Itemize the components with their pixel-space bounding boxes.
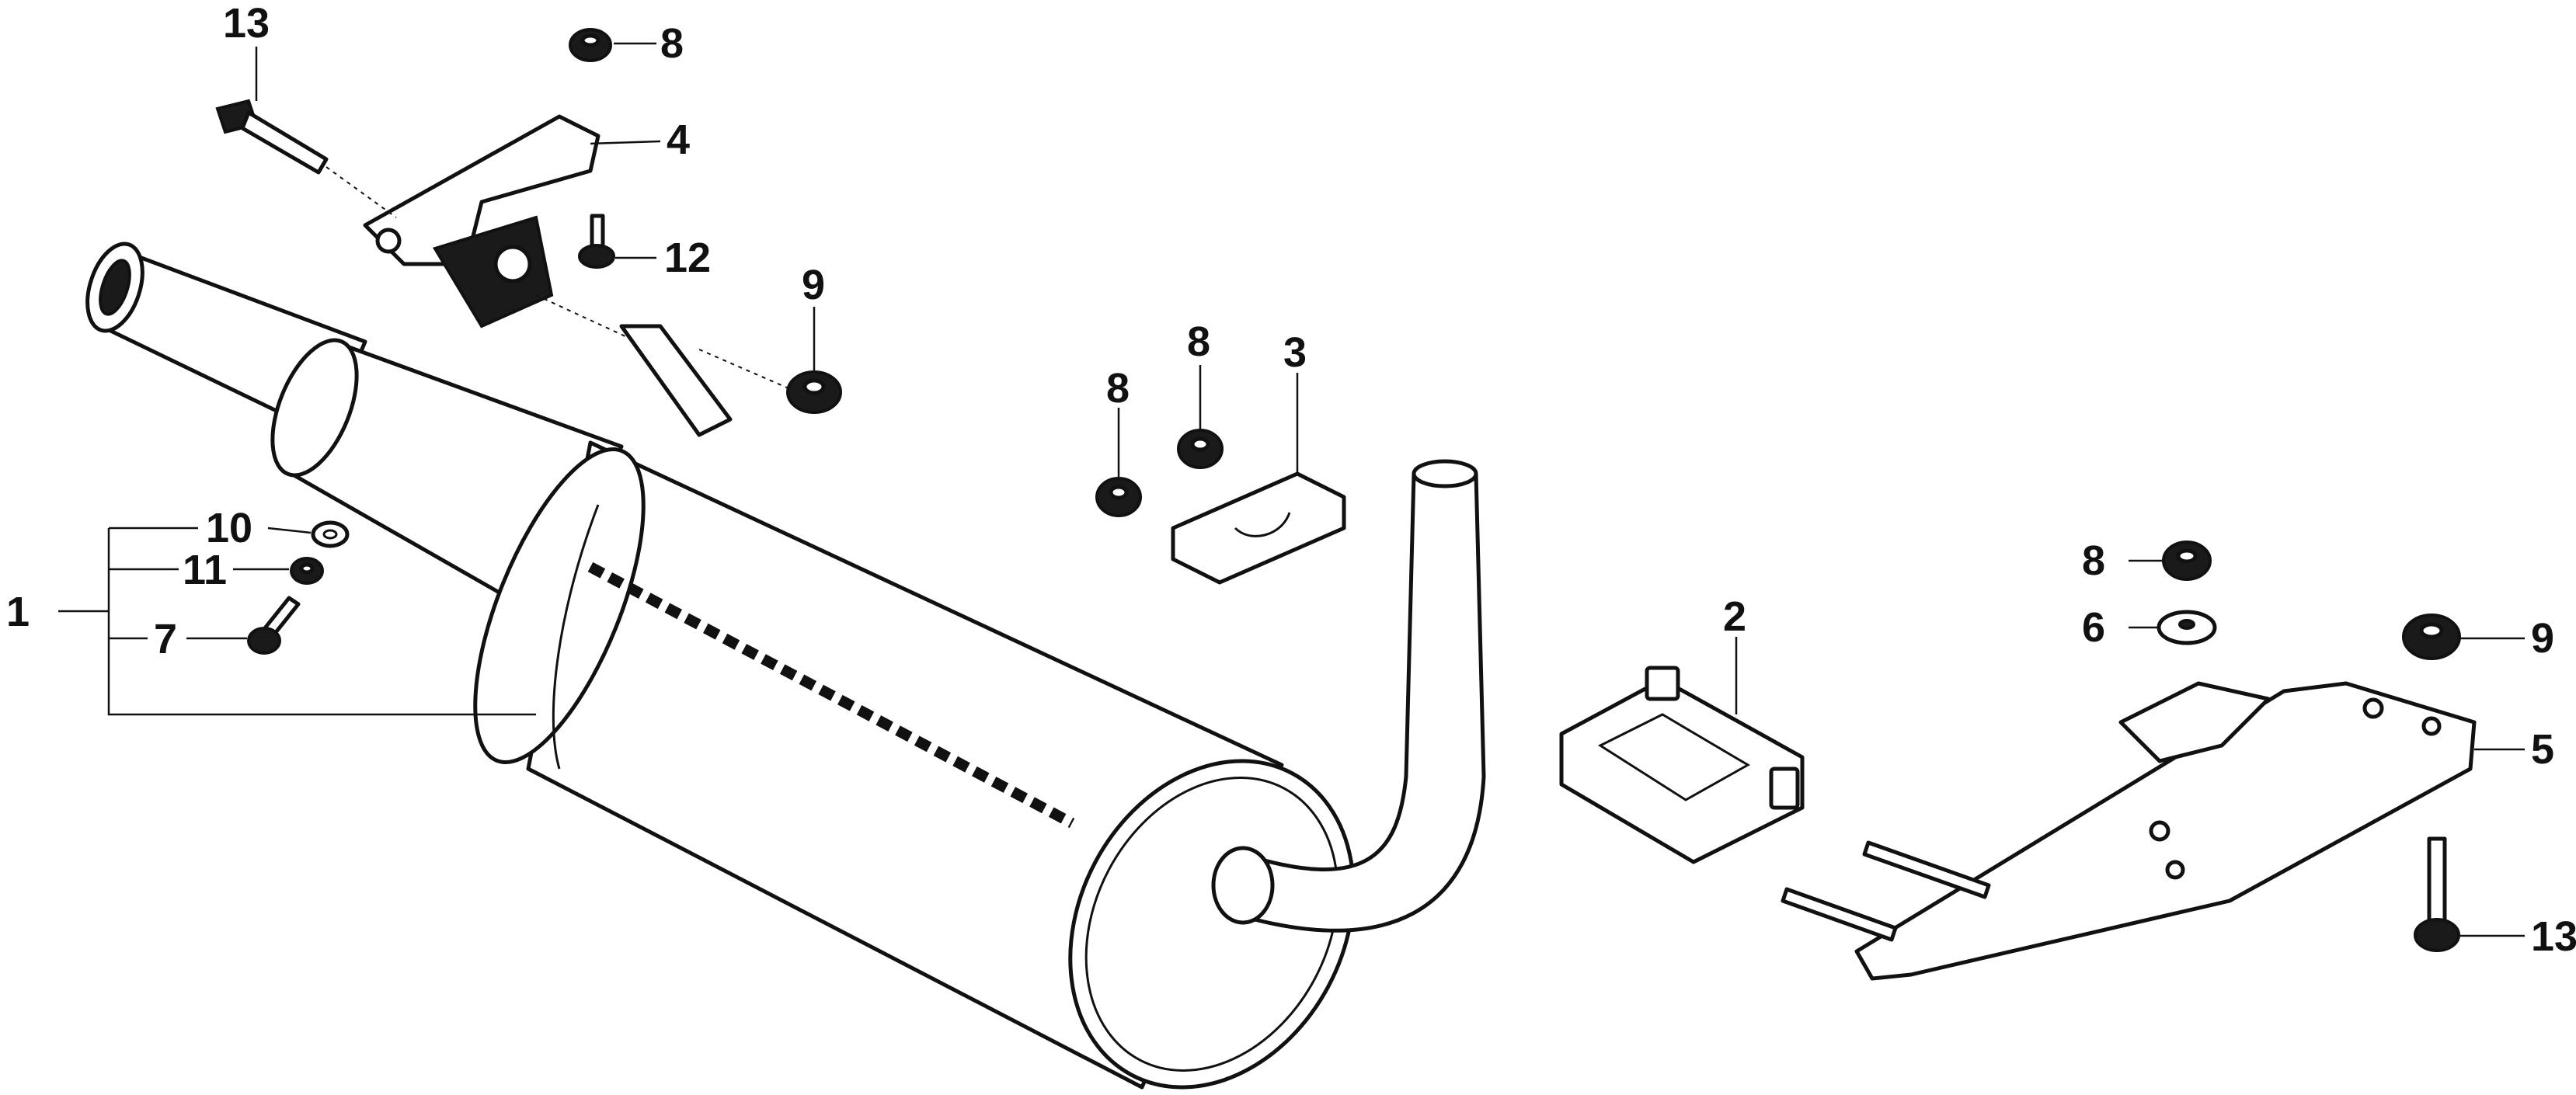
bracket-upright [2118, 681, 2271, 763]
callout-8-top: 8 [660, 20, 684, 67]
callout-10: 10 [206, 505, 252, 551]
nut-11 [290, 557, 324, 585]
bolt-shank [240, 110, 329, 175]
callout-13-bottom: 13 [2531, 913, 2576, 960]
muffler-rear-end [1068, 759, 1356, 1090]
callout-9-upper: 9 [802, 262, 825, 308]
mounting-bracket-5 [1781, 681, 2477, 981]
bracket-stud-lower [1781, 887, 1898, 942]
muffler-front-end [473, 447, 646, 764]
tail-pipe [1241, 471, 1486, 933]
hanger-bracket-4 [363, 114, 600, 328]
hanger-bracket-plate [363, 114, 600, 266]
washer-6 [2157, 610, 2217, 645]
bolt-7 [247, 596, 301, 655]
bolt-12 [578, 214, 615, 269]
muffler-rear-rim [1084, 777, 1339, 1072]
nut-hole [1109, 485, 1129, 500]
muffler-seam [587, 561, 1075, 829]
bolt-head [247, 627, 281, 655]
nut-hole [580, 33, 600, 47]
flange-nut-8-right [2162, 541, 2212, 581]
muffler-hanger-strap [619, 324, 733, 437]
callout-1: 1 [6, 589, 30, 635]
callout-6: 6 [2082, 604, 2105, 651]
dash-bracket-to-strap [535, 294, 638, 342]
dash-bolt13-to-bracket [325, 166, 397, 218]
tail-pipe-top-opening [1412, 459, 1478, 488]
leader-10b [267, 527, 312, 534]
flange-nut-8-mid-left [1095, 477, 1142, 517]
flange-nut-9-upper [786, 370, 842, 414]
callouts: 13 8 4 12 9 10 11 1 7 8 8 3 2 8 6 9 5 13 [6, 0, 2576, 960]
bracket-body [1559, 677, 1805, 864]
callout-8-mid-left: 8 [1106, 365, 1130, 412]
rubber-mount [432, 215, 554, 328]
bracket-2 [1559, 666, 1805, 864]
washer-body [311, 520, 350, 548]
clamp-slot [1234, 512, 1291, 537]
callout-4: 4 [667, 116, 690, 163]
callout-8-mid-right: 8 [1187, 318, 1210, 365]
tail-pipe-outlet [1211, 846, 1275, 925]
bracket-hole-mid [2149, 820, 2170, 842]
bracket-ear-left [1645, 666, 1680, 701]
washer-hole [322, 529, 338, 540]
bracket-hole-low [2165, 860, 2185, 880]
callout-13-top: 13 [223, 0, 270, 47]
clamp-body [1171, 471, 1346, 585]
rubber-mount-center [493, 245, 532, 283]
bracket-hole-right [2421, 716, 2442, 736]
washer-hole [2178, 619, 2195, 630]
nut-hole [2419, 622, 2444, 639]
bracket-hole-top [2362, 697, 2384, 719]
nut-hole [299, 562, 315, 575]
bolt-head [578, 244, 615, 269]
bracket-opening [1597, 713, 1751, 801]
callout-12: 12 [664, 235, 711, 281]
flange-bolt-13-bottom [2414, 836, 2460, 952]
flange-nut-8-mid-right [1177, 429, 1224, 469]
flange-nut-9-right [2402, 614, 2461, 660]
callout-2: 2 [1723, 593, 1746, 640]
muffler-assembly [85, 242, 1486, 1090]
flange-bolt-13-top [215, 99, 329, 175]
callout-3: 3 [1283, 329, 1307, 376]
leader-1-bracket [107, 528, 536, 716]
nut-hole [2176, 548, 2198, 564]
callout-5: 5 [2531, 726, 2554, 773]
leader-4 [590, 140, 661, 145]
dash-strap-to-nut9 [698, 349, 789, 389]
washer-10 [311, 520, 350, 548]
flange-nut-8-top [569, 28, 612, 62]
bolt-shank [2427, 836, 2447, 926]
hanger-bracket-hole [375, 228, 402, 254]
leader-lines [58, 42, 2525, 937]
nut-hole [1190, 436, 1210, 452]
bracket-ear-right [1769, 766, 1800, 810]
bracket-stud-upper [1862, 840, 1991, 899]
bolt-head [2414, 918, 2460, 952]
callout-8-right: 8 [2082, 537, 2105, 584]
front-chamber-end [270, 338, 359, 478]
nut-hole [802, 378, 826, 395]
callout-11: 11 [183, 547, 227, 593]
inlet-pipe-bore [99, 259, 131, 316]
muffler-band [552, 504, 600, 770]
clamp-3 [1171, 471, 1346, 585]
callout-9-right: 9 [2531, 615, 2554, 662]
callout-7: 7 [154, 616, 177, 662]
